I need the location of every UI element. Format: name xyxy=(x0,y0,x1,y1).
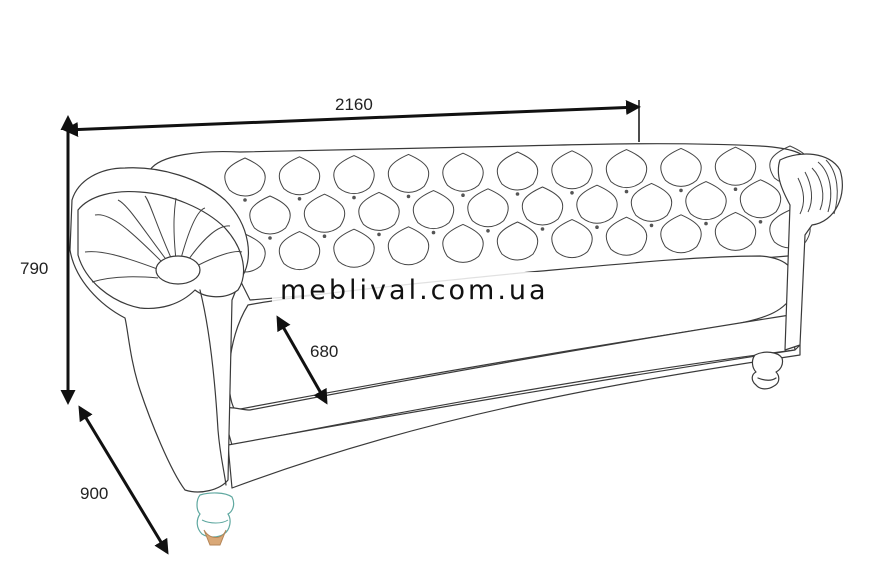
tuft-diamond xyxy=(605,149,648,189)
watermark-backdrop xyxy=(272,272,596,308)
sofa-seat-front xyxy=(221,314,796,446)
tuft-diamond xyxy=(714,211,757,251)
tuft-button xyxy=(431,230,436,235)
tuft-diamond xyxy=(605,216,648,256)
tuft-diamond xyxy=(278,156,321,196)
tuft-diamond xyxy=(224,157,266,197)
tuft-diamond xyxy=(249,195,291,235)
watermark-text: meblival.com.ua xyxy=(280,275,549,306)
tuft-button xyxy=(461,193,465,197)
tuft-diamond xyxy=(387,226,430,266)
tuft-diamond xyxy=(467,188,509,228)
tuft-button xyxy=(733,187,738,191)
tuft-diamond xyxy=(442,223,484,263)
tuft-button xyxy=(540,227,545,231)
tuft-button xyxy=(758,220,763,224)
right-rear-foot xyxy=(751,351,784,390)
tuft-button xyxy=(322,234,327,238)
height-label: 790 xyxy=(20,259,48,278)
tuft-button xyxy=(624,189,629,194)
tuft-diamond xyxy=(278,231,321,271)
seat-depth-arrow xyxy=(276,315,328,405)
tuft-diamond xyxy=(660,147,702,187)
tuft-button xyxy=(268,236,272,240)
tuft-diamond xyxy=(358,191,400,231)
tuft-button xyxy=(595,225,599,229)
sofa-backrest xyxy=(149,143,813,301)
tuft-button xyxy=(297,197,302,201)
sofa-illustration xyxy=(69,143,843,546)
left-armrest-button xyxy=(155,255,201,285)
depth-label: 900 xyxy=(80,484,108,503)
width-arrow xyxy=(63,99,641,138)
tuft-diamond xyxy=(412,190,455,230)
tuft-button xyxy=(515,192,520,196)
dimension-annotations: 2160 790 680 900 xyxy=(20,95,641,555)
tuft-diamond xyxy=(333,155,375,195)
tuft-diamond xyxy=(496,221,539,261)
tuft-diamond xyxy=(387,153,430,193)
tuft-diamond xyxy=(739,179,782,219)
tuft-button xyxy=(649,223,654,228)
width-label: 2160 xyxy=(335,95,373,114)
tuft-diamond xyxy=(576,184,618,224)
tuft-button xyxy=(570,191,574,195)
tuft-diamond xyxy=(714,146,757,186)
tuft-button xyxy=(406,194,411,199)
backrest-tufting xyxy=(224,145,811,273)
tuft-button xyxy=(704,221,708,226)
tuft-diamond xyxy=(303,193,346,233)
seat-depth-label: 680 xyxy=(310,342,338,361)
sofa-base xyxy=(227,344,801,489)
tuft-button xyxy=(377,232,381,237)
depth-arrow xyxy=(78,405,169,555)
left-front-foot xyxy=(196,492,235,546)
tuft-diamond xyxy=(496,151,539,191)
tuft-diamond xyxy=(685,181,727,221)
right-armrest-pleats xyxy=(797,159,838,215)
left-inner-arm xyxy=(199,289,227,486)
tuft-diamond xyxy=(630,182,673,222)
left-armrest-scroll xyxy=(77,190,245,310)
tuft-diamond xyxy=(442,152,484,192)
tuft-diamond xyxy=(521,186,564,226)
sofa-right-armrest xyxy=(777,153,843,351)
tuft-button xyxy=(679,188,683,193)
tuft-diamond xyxy=(551,219,593,259)
tuft-button xyxy=(352,195,356,200)
tuft-button xyxy=(243,198,247,202)
tuft-diamond xyxy=(333,228,375,268)
tuft-diamond xyxy=(660,214,702,254)
tuft-button xyxy=(486,229,490,233)
tuft-diamond xyxy=(551,150,593,190)
